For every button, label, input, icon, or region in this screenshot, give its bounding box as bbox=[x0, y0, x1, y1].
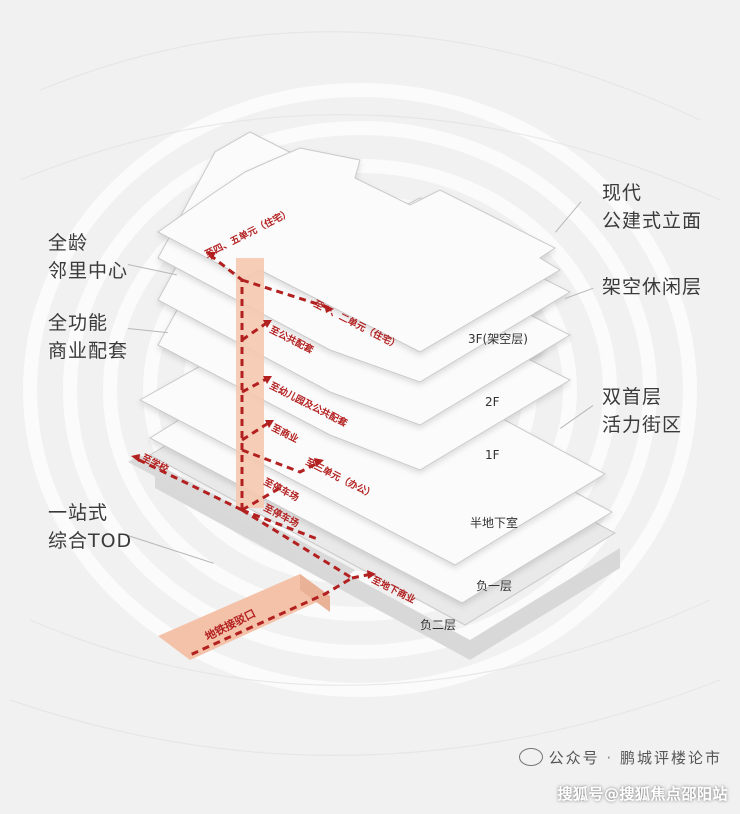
label-overhead-leisure-floor: 架空休闲层 bbox=[602, 274, 702, 302]
floor-label-3f: 3F(架空层) bbox=[468, 332, 528, 346]
route-arrowheads bbox=[131, 252, 376, 579]
label-line: 架空休闲层 bbox=[602, 276, 703, 298]
watermark: 搜狐号@搜狐焦点邵阳站 bbox=[557, 785, 728, 803]
label-line: 全龄 bbox=[48, 232, 89, 254]
vertical-core bbox=[236, 258, 264, 508]
label-line: 综合TOD bbox=[48, 529, 133, 552]
label-line: 活力街区 bbox=[602, 413, 683, 436]
footer-source: 公众号 · 鹏城评楼论市 bbox=[518, 747, 722, 768]
label-neighbourhood-centre: 全龄 邻里中心 bbox=[48, 230, 128, 285]
label-modern-facade: 现代 公建式立面 bbox=[602, 180, 702, 235]
label-line: 邻里中心 bbox=[48, 259, 129, 282]
label-line: 双首层 bbox=[602, 386, 663, 408]
footer-account-name: 鹏城评楼论市 bbox=[619, 749, 722, 767]
floor-label-b1: 负一层 bbox=[476, 579, 513, 593]
floor-label-semi-basement: 半地下室 bbox=[470, 516, 519, 530]
school-walkway bbox=[128, 455, 355, 578]
label-line: 现代 bbox=[602, 182, 643, 204]
label-dual-ground-floor: 双首层 活力街区 bbox=[602, 384, 682, 439]
footer-separator: · bbox=[606, 749, 614, 767]
floor-label-2f: 2F bbox=[485, 395, 500, 409]
footer-source-label: 公众号 bbox=[548, 749, 600, 767]
label-line: 全功能 bbox=[48, 312, 109, 334]
label-integrated-tod: 一站式 综合TOD bbox=[48, 500, 132, 555]
subway-entrance-block bbox=[158, 574, 330, 660]
label-line: 公建式立面 bbox=[602, 209, 703, 232]
floor-label-b2: 负二层 bbox=[420, 618, 457, 632]
floor-label-1f: 1F bbox=[485, 448, 500, 462]
label-line: 商业配套 bbox=[48, 339, 129, 362]
wechat-icon bbox=[518, 748, 543, 766]
label-line: 一站式 bbox=[48, 502, 109, 524]
label-commercial-facilities: 全功能 商业配套 bbox=[48, 310, 128, 365]
floor-top-slab bbox=[157, 147, 561, 353]
